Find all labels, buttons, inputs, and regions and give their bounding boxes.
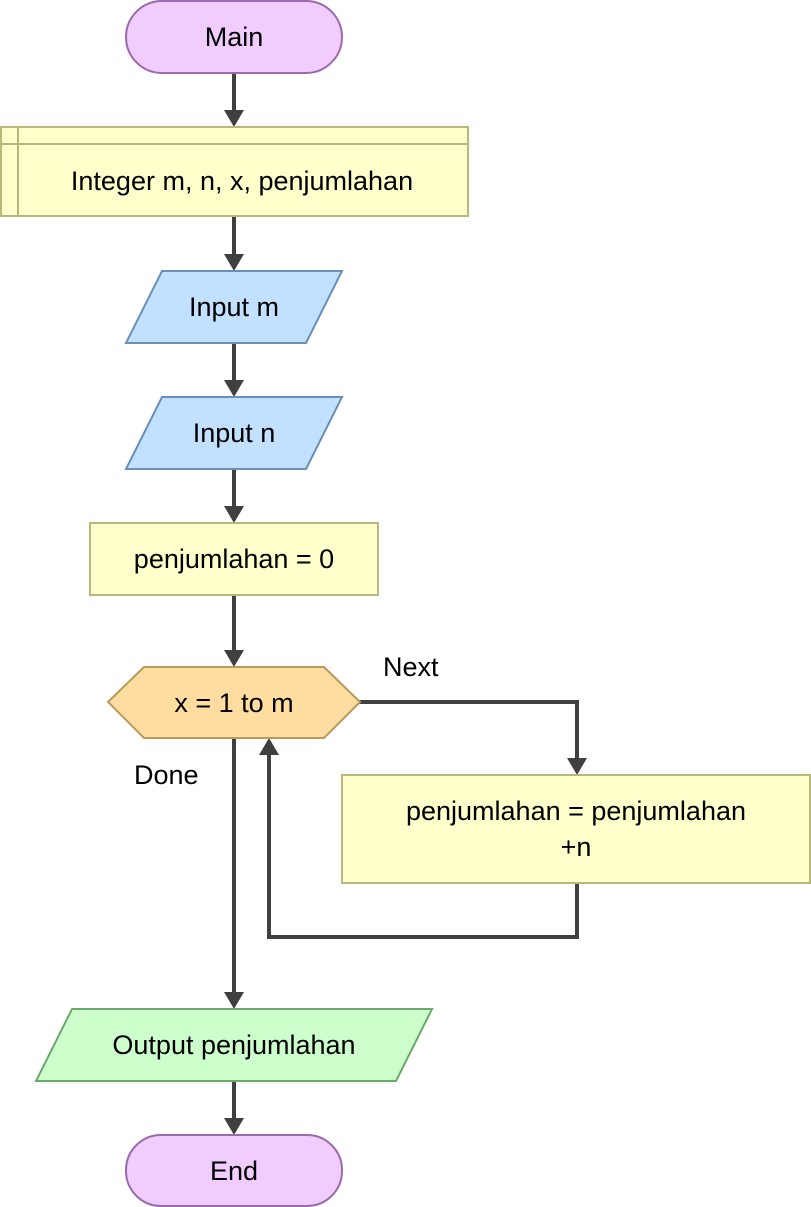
connectors [224,73,587,1135]
end-node-label: End [210,1156,258,1186]
body-node: penjumlahan = penjumlahan +n [341,774,811,884]
loop-done-label: Done [134,760,199,790]
end-node: End [125,1134,343,1207]
assign-node-shape [89,522,379,596]
output-node-label: Output penjumlahan [112,1030,355,1060]
input-m-node: Input m [124,270,344,344]
input-m-node-label: Input m [189,292,279,322]
arrowhead-input-m-input-n [224,380,244,397]
assign-node: penjumlahan = 0 [89,522,379,596]
loop-node-shape [106,666,362,739]
input-n-node: Input n [124,396,344,470]
end-node-shape [125,1134,343,1207]
arrowhead-loop-done [224,992,244,1009]
arrowhead-output-end [224,1118,244,1135]
arrowhead-loop-next [567,758,587,775]
output-node-shape [34,1008,434,1082]
start-node-label: Main [205,22,264,52]
body-node-shape [341,774,811,884]
declare-node: Integer m, n, x, penjumlahan [0,126,469,217]
edge-body-return [267,755,579,939]
assign-node-label: penjumlahan = 0 [134,544,334,574]
arrowhead-declare-input-m [224,254,244,271]
output-node: Output penjumlahan [34,1008,434,1082]
arrowhead-assign-loop [224,650,244,667]
loop-node: x = 1 to m [106,666,362,739]
declare-node-shape [0,126,469,217]
start-node: Main [125,0,343,74]
edge-loop-next [358,700,579,758]
arrowhead-main-declare [224,110,244,127]
loop-node-label: x = 1 to m [174,688,293,718]
body-node-label-line1: penjumlahan = penjumlahan [406,796,746,826]
start-node-shape [125,0,343,74]
loop-next-label: Next [383,652,439,682]
declare-node-label: Integer m, n, x, penjumlahan [71,166,413,196]
input-n-node-shape [124,396,344,470]
arrowhead-body-return [259,738,279,755]
input-m-node-shape [124,270,344,344]
body-node-label-line2: +n [561,832,592,862]
arrowhead-input-n-assign [224,506,244,523]
input-n-node-label: Input n [193,418,276,448]
